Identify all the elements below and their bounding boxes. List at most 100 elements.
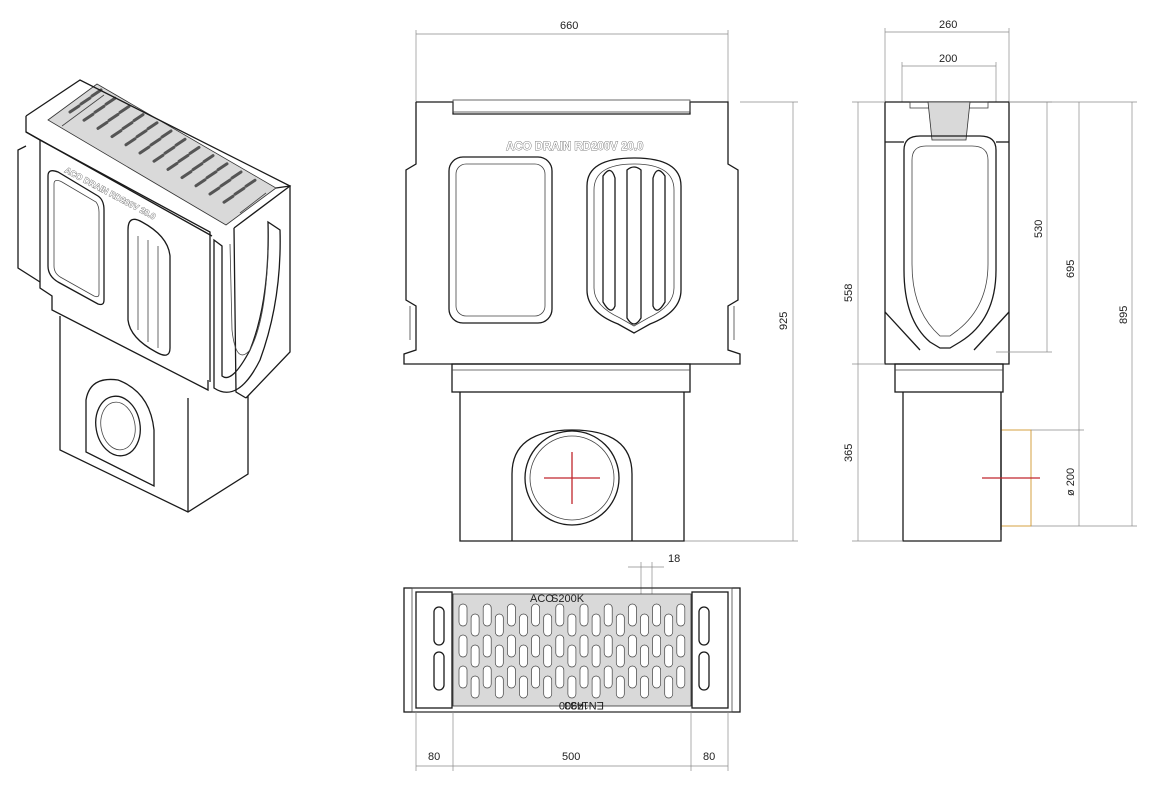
grate-slot xyxy=(652,634,661,658)
grate-slot xyxy=(470,675,480,699)
grate-slot xyxy=(640,675,649,699)
grate-slot xyxy=(531,634,540,658)
grate-slot xyxy=(543,675,553,699)
grate-slot-iso xyxy=(93,104,106,114)
grate-slot xyxy=(470,644,480,668)
grate-slot xyxy=(676,634,686,658)
dim-plan-end-left: 80 xyxy=(428,751,440,763)
grate-slot xyxy=(603,603,613,627)
grate-slot-iso xyxy=(230,170,243,180)
grate-slot-iso xyxy=(205,170,218,180)
grate-slot xyxy=(640,613,649,637)
grate-slot xyxy=(543,644,553,668)
grate-slot-iso xyxy=(202,154,215,164)
dim-outlet-diameter: ø 200 xyxy=(1065,468,1077,496)
grate-slot-iso xyxy=(104,96,117,106)
grate-slot xyxy=(652,665,661,689)
grate-slot xyxy=(555,665,565,689)
grate-slot-iso xyxy=(174,137,187,147)
grate-slot-iso xyxy=(194,178,207,188)
grate-slot xyxy=(579,634,589,658)
grate-slot xyxy=(482,634,492,658)
grate-slot xyxy=(494,644,504,668)
grate-slot xyxy=(543,613,553,637)
dim-height-695: 695 xyxy=(1065,260,1077,278)
grate-slot xyxy=(628,634,637,658)
grate-slot xyxy=(615,644,625,668)
grate-slot-iso xyxy=(132,113,145,123)
grate-standard-label: EN1433 xyxy=(564,699,604,711)
grate-slot-iso xyxy=(163,145,176,155)
grate-slot-iso xyxy=(135,129,148,139)
grate-slot xyxy=(615,613,625,637)
grate-slot xyxy=(603,634,613,658)
dim-height-895: 895 xyxy=(1118,306,1130,324)
grate-slot xyxy=(603,665,613,689)
grate-slots-iso xyxy=(68,88,257,204)
grate-slot-iso xyxy=(90,88,103,98)
grate-slot xyxy=(531,603,540,627)
grate-slot xyxy=(567,613,577,637)
grate-model-label: S200K xyxy=(551,593,585,605)
grate-slot xyxy=(579,665,589,689)
grate-slot-iso xyxy=(138,145,151,155)
grate-slot-iso xyxy=(96,120,109,130)
grate-slot xyxy=(507,665,516,689)
grate-slot-iso xyxy=(233,186,246,196)
dim-side-width: 260 xyxy=(939,19,957,31)
grate-slot xyxy=(555,603,565,627)
dim-channel-height: 558 xyxy=(843,284,855,302)
grate-slot xyxy=(591,613,601,637)
grate-class-label: F900 xyxy=(559,699,584,711)
grate-slot xyxy=(507,634,516,658)
grate-slot-iso xyxy=(177,153,190,163)
grate-brand-label: ACO xyxy=(530,593,554,605)
side-view: 260 200 558 365 530 xyxy=(843,19,1137,542)
grate-slot-iso xyxy=(110,129,123,139)
grate-slot-iso xyxy=(149,137,162,147)
grate-slot-iso xyxy=(146,121,159,131)
grate-slot xyxy=(555,634,565,658)
grate-slot-iso xyxy=(79,96,92,106)
grate-slot-iso xyxy=(124,137,137,147)
casting-text-front: ACO DRAIN RD200V 20.0 xyxy=(506,141,643,153)
grate-slot-iso xyxy=(222,194,235,204)
grate-slot xyxy=(664,613,674,637)
grate-slot xyxy=(458,603,468,627)
dim-slot-width: 18 xyxy=(668,553,680,565)
grate-slot xyxy=(664,644,674,668)
dim-front-width: 660 xyxy=(560,20,578,32)
grate-slot xyxy=(507,603,516,627)
dim-plan-end-right: 80 xyxy=(703,751,715,763)
plan-view: 18 ACO S200K EN1433 F900 80 500 80 xyxy=(403,553,741,771)
grate-slot xyxy=(676,665,686,689)
grate-slot-iso xyxy=(219,178,232,188)
grate-slot xyxy=(458,665,468,689)
front-view: 660 925 ACO DRAIN RD200V 20.0 xyxy=(403,20,798,542)
grate-slot xyxy=(628,665,637,689)
grate-slot-iso xyxy=(118,104,131,114)
grate-slot xyxy=(676,603,686,627)
isometric-view: ACO DRAIN RD200V 20.0 xyxy=(17,79,292,513)
grate-slot-iso xyxy=(68,104,81,114)
grate-slot xyxy=(482,665,492,689)
dim-height-530: 530 xyxy=(1033,220,1045,238)
grate-slot-iso xyxy=(160,129,173,139)
grate-slot xyxy=(519,644,528,668)
grate-slot-iso xyxy=(208,186,221,196)
grate-slot xyxy=(482,603,492,627)
grate-slot xyxy=(458,634,468,658)
grate-slot-iso xyxy=(244,178,257,188)
grate-slot xyxy=(470,613,480,637)
grate-slot xyxy=(567,675,577,699)
grate-slot xyxy=(519,675,528,699)
grate-slot xyxy=(615,675,625,699)
grate-slot xyxy=(664,675,674,699)
grate-slot-iso xyxy=(82,112,95,122)
dim-outlet-section-height: 365 xyxy=(843,444,855,462)
grate-slots-plan xyxy=(458,603,686,699)
grate-slot xyxy=(591,644,601,668)
dim-overall-height: 925 xyxy=(778,312,790,330)
grate-slot xyxy=(591,675,601,699)
